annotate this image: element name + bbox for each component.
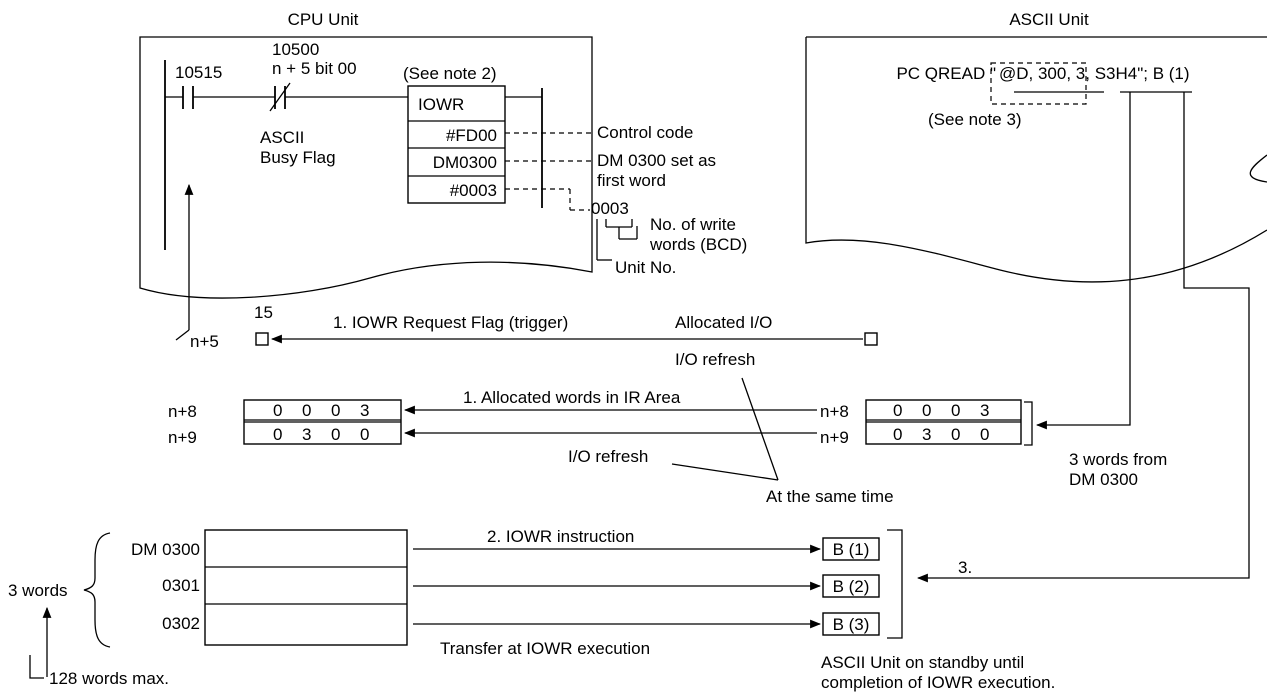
- words-count-label: 3 words: [8, 581, 68, 600]
- bcd-value-0003: 0003: [591, 199, 629, 218]
- operand-first-word: DM0300: [433, 153, 497, 172]
- transfer-label: Transfer at IOWR execution: [440, 639, 650, 658]
- request-flag-bit-right: [864, 332, 878, 346]
- ir-right-n8-digit-4: 3: [980, 401, 989, 420]
- cpu-unit-title: CPU Unit: [288, 10, 359, 29]
- same-time-label: At the same time: [766, 487, 894, 506]
- target-b2-label: B (2): [833, 577, 870, 596]
- dm-address-0300: DM 0300: [131, 540, 200, 559]
- ir-words-section: n+8 n+9 0 0 0 3 0 3 0 0 n+8 n+9 0 0 0 3 …: [168, 377, 1167, 506]
- target-b1-label: B (1): [833, 540, 870, 559]
- ir-left-n8-digit-1: 0: [273, 401, 282, 420]
- dm-set-note: DM 0300 set as: [597, 151, 716, 170]
- request-flag-bit-number: 15: [254, 303, 273, 322]
- ir-left-n9-digit-1: 0: [273, 425, 282, 444]
- ir-left-n9-digit-3: 0: [331, 425, 340, 444]
- ir-right-n9-digit-4: 0: [980, 425, 989, 444]
- cpu-unit-outline: [139, 36, 593, 299]
- contact-10500-bit: n + 5 bit 00: [272, 59, 357, 78]
- unit-no-note: Unit No.: [615, 258, 676, 277]
- target-b2: [822, 574, 880, 598]
- standby-note: ASCII Unit on standby until: [821, 653, 1024, 672]
- see-note-2: (See note 2): [403, 64, 497, 83]
- request-flag-row: 15 n+5 1. IOWR Request Flag (trigger) Al…: [175, 183, 878, 369]
- target-b3-label: B (3): [833, 615, 870, 634]
- iowr-instruction-label: 2. IOWR instruction: [487, 527, 634, 546]
- contact-10515-address: 10515: [175, 63, 222, 82]
- ir-right-n9-digit-2: 3: [922, 425, 931, 444]
- ir-right-n8-digit-2: 0: [922, 401, 931, 420]
- ascii-command-prefix: PC QREAD ": [896, 64, 996, 83]
- contact-10500-address: 10500: [272, 40, 319, 59]
- request-flag-word: n+5: [190, 332, 219, 351]
- busy-flag-label-2: Busy Flag: [260, 148, 336, 167]
- ascii-unit-outline: [805, 36, 1267, 283]
- see-note-3: (See note 3): [928, 110, 1022, 129]
- control-code-note: Control code: [597, 123, 693, 142]
- operand-control-code: #FD00: [446, 126, 497, 145]
- ir-right-label-n8: n+8: [820, 402, 849, 421]
- dm-transfer-section: DM 0300 0301 0302 3 words 128 words max.…: [8, 527, 1055, 692]
- iowr-instruction-block: IOWR #FD00 DM0300 #0003: [407, 85, 506, 204]
- operand-word-count: #0003: [450, 181, 497, 200]
- max-words-label: 128 words max.: [49, 669, 169, 688]
- target-b1: [822, 537, 880, 561]
- io-refresh-upper: I/O refresh: [675, 350, 755, 369]
- ir-right-n8-digit-3: 0: [951, 401, 960, 420]
- io-refresh-lower: I/O refresh: [568, 447, 648, 466]
- cpu-unit-panel: CPU Unit: [139, 10, 593, 299]
- ascii-command-args: @D, 300, 3, S3H4"; B (1): [999, 64, 1190, 83]
- allocated-io-label: Allocated I/O: [675, 313, 772, 332]
- ir-left-n9-digit-2: 3: [302, 425, 311, 444]
- ir-right-label-n9: n+9: [820, 428, 849, 447]
- iowr-mnemonic: IOWR: [418, 95, 464, 114]
- target-b3: [822, 612, 880, 636]
- ir-words-right: n+8 n+9 0 0 0 3 0 3 0 0: [820, 399, 1022, 447]
- ir-right-n9-digit-1: 0: [893, 425, 902, 444]
- ir-words-left: n+8 n+9 0 0 0 3 0 3 0 0: [168, 399, 402, 447]
- dm-word-table: [204, 529, 408, 646]
- ir-left-n8-digit-4: 3: [360, 401, 369, 420]
- request-flag-bit-left: [255, 332, 269, 346]
- ir-left-label-n9: n+9: [168, 428, 197, 447]
- operand-annotations: Control code DM 0300 set as first word 0…: [505, 123, 747, 277]
- busy-flag-label: ASCII: [260, 128, 304, 147]
- ascii-connection-lines: [916, 92, 1250, 583]
- request-flag-arrow-label: 1. IOWR Request Flag (trigger): [333, 313, 568, 332]
- standby-note-2: completion of IOWR execution.: [821, 673, 1055, 692]
- dm-words-brace: [83, 532, 111, 648]
- ir-left-n9-digit-4: 0: [360, 425, 369, 444]
- step-3-label: 3.: [958, 558, 972, 577]
- dm-set-note-2: first word: [597, 171, 666, 190]
- ascii-unit-panel: ASCII Unit PC QREAD " @D, 300, 3, S3H4";…: [805, 10, 1267, 283]
- ir-right-n9-digit-3: 0: [951, 425, 960, 444]
- dm-address-0302: 0302: [162, 614, 200, 633]
- num-write-words-note: No. of write: [650, 215, 736, 234]
- from-dm-note: 3 words from: [1069, 450, 1167, 469]
- ascii-unit-title: ASCII Unit: [1009, 10, 1089, 29]
- num-write-words-note-2: words (BCD): [649, 235, 747, 254]
- contact-10515: [182, 86, 194, 109]
- ir-left-n8-digit-2: 0: [302, 401, 311, 420]
- ascii-command-param-box: [990, 62, 1087, 105]
- from-dm-note-2: DM 0300: [1069, 470, 1138, 489]
- ir-right-n8-digit-1: 0: [893, 401, 902, 420]
- allocated-words-label: 1. Allocated words in IR Area: [463, 388, 681, 407]
- ladder-diagram: 10515 10500 n + 5 bit 00 ASCII Busy Flag…: [164, 40, 543, 250]
- ir-left-n8-digit-3: 0: [331, 401, 340, 420]
- ir-left-label-n8: n+8: [168, 402, 197, 421]
- dm-address-0301: 0301: [162, 576, 200, 595]
